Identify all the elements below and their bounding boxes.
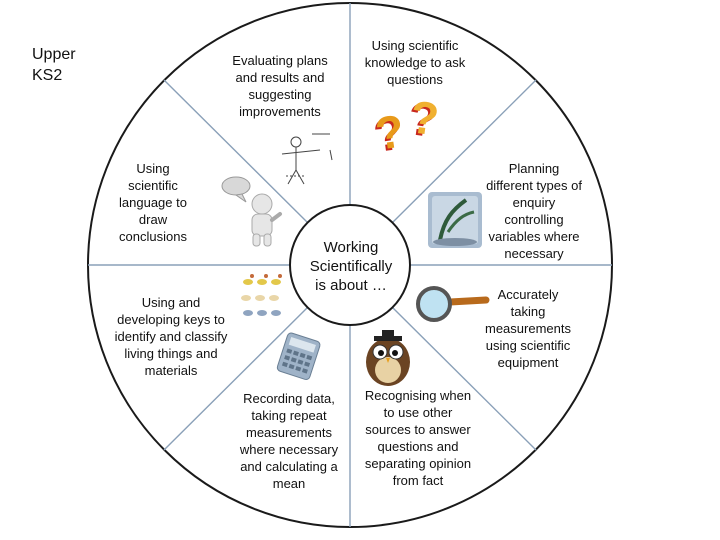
segment-label-measurements: Accurately taking measurements using sci…	[485, 287, 571, 370]
thinking-figure-icon	[221, 176, 282, 247]
svg-text:?: ?	[407, 90, 442, 145]
jar-plant-icon	[428, 192, 482, 248]
segment-label-keys: Using and developing keys to identify an…	[114, 295, 228, 378]
segment-label-planning: Planning different types of enquiry cont…	[486, 161, 582, 261]
center-text: Working Scientifically is about …	[309, 239, 393, 294]
owl-icon	[366, 330, 410, 386]
key-stage-label: Upper KS2	[32, 46, 76, 84]
magnifying-glass-icon	[416, 286, 490, 322]
svg-text:?: ?	[372, 104, 407, 159]
center-circle	[289, 204, 411, 326]
segment-label-conclusions: Using scientific language to draw conclu…	[119, 161, 187, 244]
birds-key-icon	[241, 274, 282, 316]
calculator-icon	[276, 332, 321, 380]
stick-figure-icon	[281, 133, 333, 185]
segment-label-sources: Recognising when to use other sources to…	[364, 388, 472, 488]
question-marks-icon: ? ? ? ?	[370, 90, 441, 162]
segment-label-evaluating: Evaluating plans and results and suggest…	[232, 53, 328, 119]
divider-lines	[88, 3, 612, 527]
segment-label-ask-questions: Using scientific knowledge to ask questi…	[364, 38, 466, 87]
segment-label-recording-data: Recording data, taking repeat measuremen…	[239, 391, 339, 491]
